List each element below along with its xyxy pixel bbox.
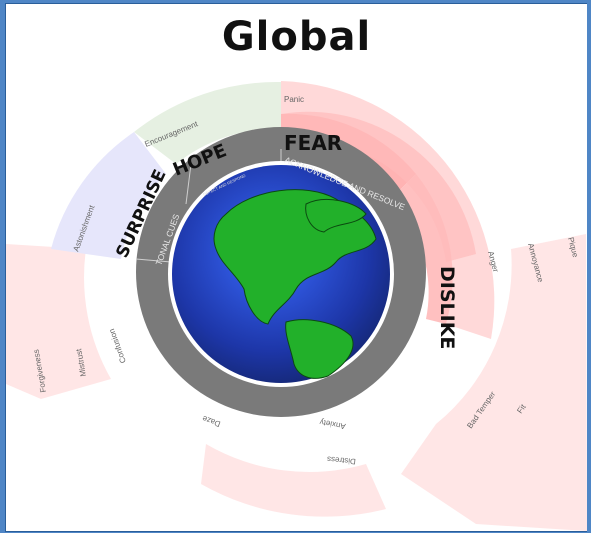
emotion-wheel: FEAR DISLIKE SURPRISE HOPE ACKNOWLEDGE A… (6, 81, 587, 531)
leaf-distress: Distress (327, 454, 357, 465)
diagram-title: Global (221, 14, 372, 60)
diagram-frame: Global (5, 3, 588, 532)
leaf-daze: Daze (201, 414, 222, 429)
label-fear: FEAR (284, 131, 342, 155)
wedge-surprise (51, 132, 166, 259)
leaf-panic: Panic (284, 95, 304, 104)
leaf-wedge-bottom (201, 444, 386, 517)
window-edge (587, 0, 591, 533)
label-dislike: DISLIKE (436, 266, 458, 349)
leaf-anxiety: Anxiety (319, 417, 346, 430)
wedge-fear-outer (281, 111, 476, 262)
leaf-wedge-pique (401, 234, 587, 531)
leaf-wedge-left (6, 244, 111, 399)
wedge-hope (134, 81, 281, 164)
leaf-confusion: Confusion (107, 327, 128, 364)
globe-land (213, 189, 377, 379)
